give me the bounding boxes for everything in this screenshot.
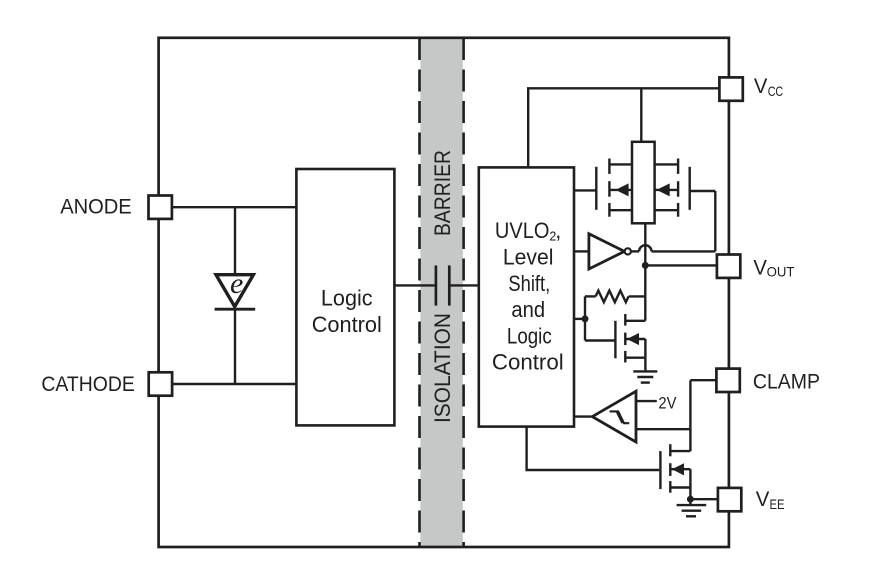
svg-text:EE: EE: [770, 496, 785, 512]
svg-text:Control: Control: [492, 350, 564, 375]
svg-text:ANODE: ANODE: [60, 193, 132, 218]
svg-text:2V: 2V: [658, 394, 676, 412]
svg-text:CATHODE: CATHODE: [41, 371, 134, 396]
svg-text:Logic: Logic: [321, 286, 373, 311]
svg-text:and: and: [511, 297, 545, 322]
svg-text:V: V: [754, 73, 768, 98]
svg-text:Control: Control: [312, 312, 382, 337]
svg-text:ISOLATION: ISOLATION: [430, 313, 455, 423]
svg-text:2: 2: [549, 229, 556, 243]
svg-text:UVLO: UVLO: [495, 218, 550, 243]
svg-text:CC: CC: [768, 83, 784, 99]
svg-text:V: V: [756, 486, 770, 511]
svg-text:OUT: OUT: [767, 263, 795, 279]
svg-text:BARRIER: BARRIER: [430, 150, 455, 236]
svg-text:V: V: [753, 254, 767, 279]
svg-text:Logic: Logic: [507, 323, 552, 348]
svg-text:,: ,: [555, 218, 561, 243]
svg-text:CLAMP: CLAMP: [753, 369, 820, 394]
svg-text:Shift,: Shift,: [508, 271, 550, 296]
svg-text:e: e: [230, 267, 243, 300]
svg-text:Level: Level: [503, 245, 554, 270]
